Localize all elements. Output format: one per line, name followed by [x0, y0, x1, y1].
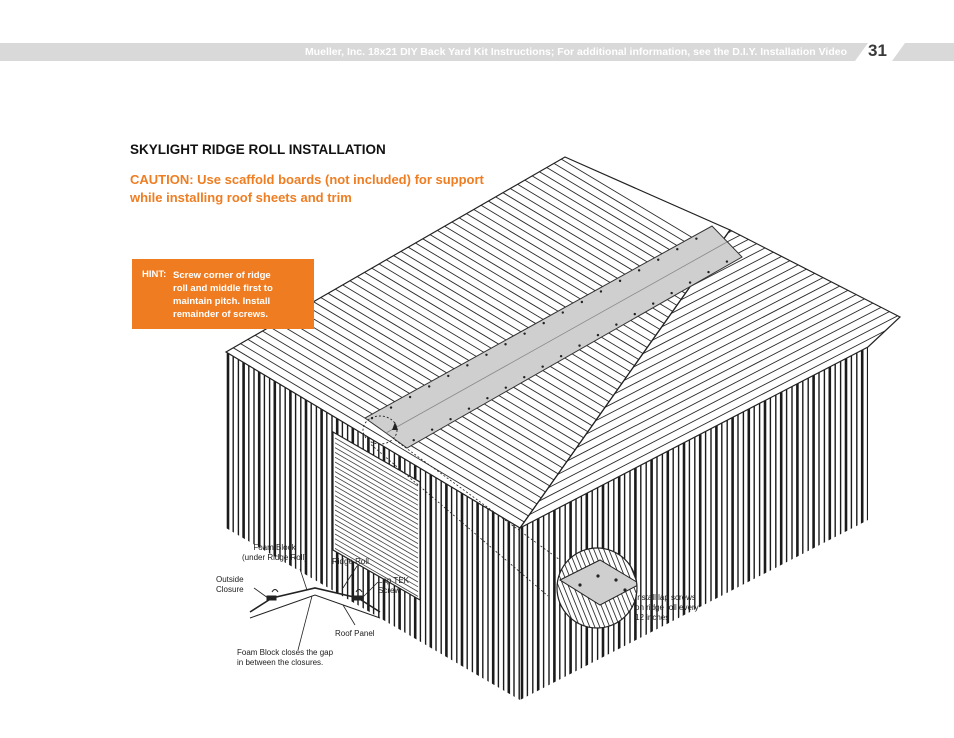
hint-line-3: maintain pitch. Install	[173, 296, 271, 307]
label-foam-block-bottom-2: in between the closures.	[237, 658, 324, 667]
hint-label: HINT:	[142, 269, 167, 280]
hint-box	[132, 259, 314, 329]
label-foam-block-top-2: (under Ridge Roll)	[242, 553, 307, 562]
skylight-ridge-roll	[364, 225, 743, 449]
hint-line-1: Screw corner of ridge	[173, 270, 271, 281]
label-lap-screws-note-3: 12 inches	[635, 613, 670, 622]
label-ridge-roll: Ridge Roll	[332, 557, 369, 566]
header-title: Mueller, Inc. 18x21 DIY Back Yard Kit In…	[304, 46, 847, 58]
roll-up-door	[332, 430, 421, 602]
label-foam-block-top-1: Foam Block	[253, 543, 296, 552]
label-outside-closure-1: Outside	[216, 575, 244, 584]
label-lap-tek-screw-2: Screw	[378, 586, 401, 595]
ridge-cross-section	[249, 565, 381, 651]
label-outside-closure-2: Closure	[216, 585, 244, 594]
caution-note: CAUTION: Use scaffold boards (not includ…	[130, 171, 510, 207]
page-number: 31	[868, 41, 887, 60]
label-foam-block-bottom-1: Foam Block closes the gap	[237, 648, 334, 657]
hint-text: Screw corner of ridge roll and middle fi…	[173, 269, 308, 321]
label-roof-panel: Roof Panel	[335, 629, 375, 638]
hint-line-4: remainder of screws.	[173, 309, 269, 320]
hint-line-2: roll and middle first to	[173, 283, 273, 294]
label-lap-screws-note-2: on ridge roll every	[635, 603, 699, 612]
caution-line-1: CAUTION: Use scaffold boards (not includ…	[130, 172, 484, 187]
label-foam-block-bottom: Foam Block closes the gap in between the…	[237, 648, 333, 668]
section-title: SKYLIGHT RIDGE ROLL INSTALLATION	[130, 142, 386, 157]
label-lap-screws-note-1: Install lap screws	[635, 593, 696, 602]
header-band	[0, 43, 954, 61]
detail-callout-circle	[362, 415, 561, 597]
label-foam-block-top: Foam Block (under Ridge Roll)	[242, 543, 307, 563]
label-outside-closure: Outside Closure	[216, 575, 244, 595]
label-lap-tek-screw-1: Lap TEK	[378, 576, 409, 585]
label-lap-tek-screw: Lap TEK Screw	[378, 576, 409, 596]
label-lap-screws-note: Install lap screws on ridge roll every 1…	[635, 593, 699, 623]
caution-line-2: while installing roof sheets and trim	[130, 190, 352, 205]
